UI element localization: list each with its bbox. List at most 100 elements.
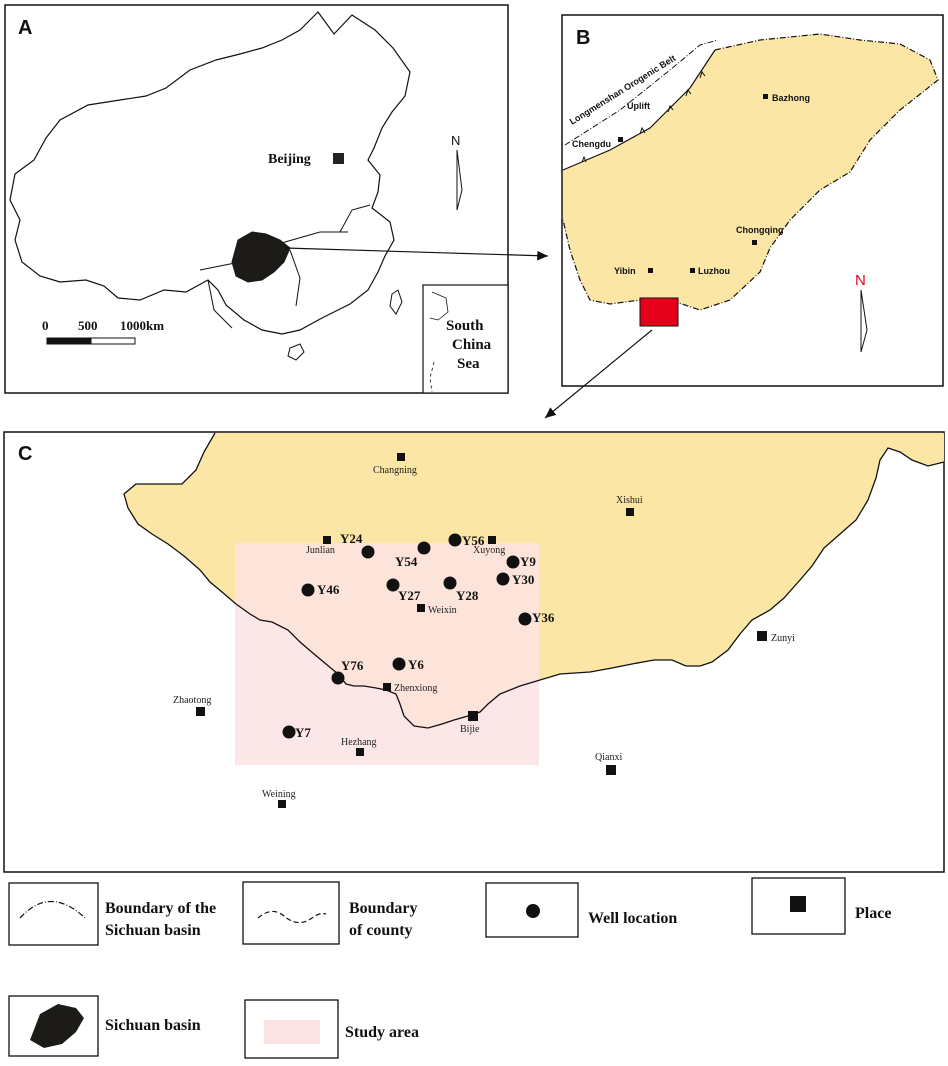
legend-sichuan-basin-label: Sichuan basin [105, 1017, 201, 1034]
place-xuyong-marker [488, 536, 496, 544]
scale-tick-500: 500 [78, 318, 98, 333]
yibin-marker [648, 268, 653, 273]
well-y27-marker [386, 578, 400, 592]
chongqing-marker [752, 240, 757, 245]
arrow-a-to-b [284, 247, 549, 261]
legend-study-area-symbol [264, 1020, 320, 1044]
well-y46-label: Y46 [317, 582, 340, 597]
well-y7-marker [282, 725, 296, 739]
place-xishui-label: Xishui [616, 495, 643, 506]
fault-teeth [581, 70, 706, 163]
place-zunyi-marker [757, 631, 767, 641]
well-y54-marker-a [417, 541, 431, 555]
north-label-a: N [451, 133, 460, 148]
place-hezhang-label: Hezhang [341, 737, 377, 748]
well-y7-label: Y7 [295, 725, 311, 740]
beijing-label: Beijing [268, 152, 311, 167]
scs-label-1: South [446, 318, 484, 334]
legend-place-label: Place [855, 905, 891, 922]
hainan-island [287, 343, 305, 361]
well-y76-marker [331, 671, 345, 685]
scale-tick-1000: 1000km [120, 318, 164, 333]
chengdu-marker [618, 137, 623, 142]
well-y28-label: Y28 [456, 588, 479, 603]
place-bijie-marker [468, 711, 478, 721]
orogenic-boundary [564, 39, 719, 146]
sichuan-basin-shape [231, 231, 291, 283]
panel-c-letter: C [18, 443, 32, 465]
legend: Boundary of the Sichuan basin Boundary o… [8, 877, 891, 1059]
place-zhenxiong-label: Zhenxiong [394, 683, 437, 694]
legend-study-area-label: Study area [345, 1024, 419, 1041]
well-y36-label: Y36 [532, 610, 555, 625]
well-y30-label: Y30 [512, 572, 534, 587]
panel-c: C Changning Xishui Junlian Xuyong Weixin… [3, 431, 945, 873]
place-junlian-marker [323, 536, 331, 544]
uplift-label: Uplift [627, 101, 650, 111]
well-y56-label: Y56 [462, 533, 485, 548]
place-changning-label: Changning [373, 465, 417, 476]
legend-basin-boundary-line2: Sichuan basin [105, 922, 201, 939]
place-bijie-label: Bijie [460, 724, 480, 735]
beijing-marker [333, 153, 344, 164]
legend-well-symbol [526, 904, 540, 918]
panel-a-letter: A [18, 17, 32, 39]
well-y6-marker [392, 657, 406, 671]
well-y9-marker [506, 555, 520, 569]
scs-label-3: Sea [457, 356, 480, 372]
well-y54-label: Y54 [395, 554, 418, 569]
legend-county-boundary-line2: of county [349, 922, 413, 939]
scs-coast [429, 291, 449, 321]
yibin-label: Yibin [614, 266, 636, 276]
scale-tick-0: 0 [42, 318, 49, 333]
scs-inset-frame [422, 284, 509, 394]
well-y56-marker [448, 533, 462, 547]
longmenshan-fault [562, 49, 716, 171]
luzhou-label: Luzhou [698, 266, 730, 276]
north-label-b: N [855, 272, 866, 289]
place-zhaotong-label: Zhaotong [173, 695, 211, 706]
chengdu-label: Chengdu [572, 139, 611, 149]
place-weixin-label: Weixin [428, 605, 457, 616]
well-y24-label: Y24 [340, 531, 363, 546]
place-zunyi-label: Zunyi [771, 633, 795, 644]
place-zhenxiong-marker [383, 683, 391, 691]
place-xuyong-label: Xuyong [473, 545, 505, 556]
place-zhaotong-marker [196, 707, 205, 716]
inner-boundary-3 [289, 249, 301, 307]
basin-fill-b [563, 34, 938, 310]
north-arrow-icon [456, 149, 463, 211]
well-y30-marker [496, 572, 510, 586]
place-qianxi-label: Qianxi [595, 752, 622, 763]
place-qianxi-marker [606, 765, 616, 775]
well-y27-label: Y27 [398, 588, 421, 603]
place-weining-label: Weining [262, 789, 296, 800]
place-weixin-marker [417, 604, 425, 612]
bazhong-label: Bazhong [772, 93, 810, 103]
legend-basin-boundary-symbol [19, 900, 86, 919]
legend-county-boundary-symbol [257, 910, 327, 924]
well-y6-label: Y6 [408, 657, 424, 672]
place-xishui-marker [626, 508, 634, 516]
study-area-rect [235, 543, 539, 765]
bazhong-marker [763, 94, 768, 99]
inner-boundary-4 [339, 204, 371, 233]
study-area-highlight [639, 297, 679, 327]
legend-basin-boundary-box [8, 882, 99, 946]
inner-boundary-2 [207, 279, 233, 329]
place-weining-marker [278, 800, 286, 808]
well-y9-label: Y9 [520, 554, 536, 569]
well-y36-marker [518, 612, 532, 626]
taiwan-island [389, 289, 403, 315]
north-arrow-b-icon [860, 289, 868, 353]
scale-bar-light [90, 337, 136, 345]
well-y28-marker [443, 576, 457, 590]
place-junlian-label: Junlian [306, 545, 335, 556]
arrow-b-to-c [544, 329, 653, 419]
panel-a: A Beijing N 0 500 1000km South China Sea [4, 4, 509, 394]
legend-county-boundary-line1: Boundary [349, 900, 417, 917]
chongqing-label: Chongqing [736, 225, 783, 235]
place-changning-marker [397, 453, 405, 461]
legend-sichuan-basin-symbol [30, 1004, 84, 1048]
